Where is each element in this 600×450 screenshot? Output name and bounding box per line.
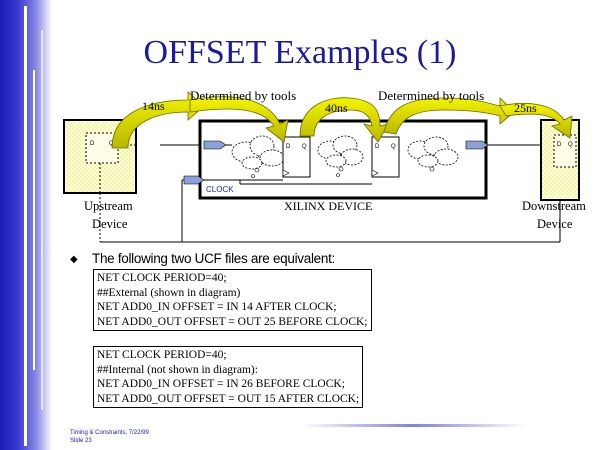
label-25ns: 25ns [514, 101, 537, 115]
logic-cloud-icon [231, 135, 285, 170]
bullet-icon: ◆ [70, 254, 78, 265]
timing-arrow-25ns [499, 103, 573, 139]
intro-text: The following two UCF files are equivale… [92, 251, 335, 266]
flipflop-1 [282, 136, 311, 178]
cloud-bubble [251, 174, 255, 178]
ucf-line: NET ADD0_IN OFFSET = IN 14 AFTER CLOCK; [97, 301, 337, 314]
cloud-bubble [338, 166, 344, 172]
clock-label: CLOCK [206, 185, 234, 194]
ucf-line: NET ADD0_OUT OFFSET = OUT 15 AFTER CLOCK… [97, 392, 360, 405]
ucf-internal-box: NET CLOCK PERIOD=40; ##Internal (not sho… [93, 346, 364, 409]
ucf-line: NET ADD0_IN OFFSET = IN 26 BEFORE CLOCK; [97, 378, 345, 391]
ff-pin-d: D [375, 144, 380, 150]
sidebar-line [24, 6, 27, 446]
sidebar-line [41, 30, 43, 410]
ff-pin-q: Q [302, 144, 307, 150]
slide-footer: Timing & Constraints, 7/22/99 Slide 23 [70, 429, 149, 445]
label-determined-by-tools-1: Determined by tools [190, 88, 297, 103]
ucf-line: ##Internal (not shown in diagram): [97, 363, 258, 376]
ff-pin-q: Q [391, 144, 396, 150]
flipflop-2 [371, 136, 400, 178]
timing-arrow-40ns [299, 97, 389, 143]
slide-sidebar-gradient [0, 0, 52, 450]
sidebar-line [33, 70, 35, 370]
footer-line2: Slide 23 [70, 438, 92, 444]
output-pad-icon [465, 140, 489, 150]
clock-pad-icon [183, 175, 205, 185]
cloud-bubble [429, 166, 435, 172]
upstream-label-line2: Device [92, 217, 128, 231]
label-40ns: 40ns [325, 101, 348, 115]
downstream-label-line2: Device [537, 217, 573, 231]
label-14ns: 14ns [142, 99, 165, 113]
ucf-external-box: NET CLOCK PERIOD=40; ##External (shown i… [93, 269, 372, 332]
logic-cloud-icon [407, 136, 459, 168]
footer-line1: Timing & Constraints, 7/22/99 [70, 430, 149, 436]
xilinx-device-label: XILINX DEVICE [284, 199, 373, 213]
ff-pin-d: D [557, 142, 562, 148]
clock-pin-icon [371, 169, 379, 177]
ff-pin-d: D [286, 144, 291, 150]
label-determined-by-tools-2: Determined by tools [378, 88, 485, 103]
footer-divider [300, 424, 526, 427]
logic-cloud-icon [317, 135, 364, 168]
input-pad-icon [203, 140, 227, 150]
cloud-bubble [254, 167, 260, 173]
clock-pin-icon [282, 169, 290, 177]
upstream-label-line1: Upstream [84, 199, 133, 213]
slide-title: OFFSET Examples (1) [143, 34, 457, 71]
ucf-line: NET CLOCK PERIOD=40; [97, 272, 227, 284]
ff-pin-q: Q [109, 141, 114, 147]
ff-pin-q: Q [568, 142, 573, 148]
timing-arrow-determined-1 [189, 96, 289, 143]
ff-pin-d: D [90, 141, 95, 147]
ucf-line: NET CLOCK PERIOD=40; [97, 349, 227, 361]
downstream-flipflop [553, 134, 577, 168]
ucf-line: ##External (shown in diagram) [97, 286, 241, 299]
ucf-line: NET ADD0_OUT OFFSET = OUT 25 BEFORE CLOC… [97, 315, 368, 328]
cloud-bubble [336, 173, 340, 177]
downstream-label-line1: Downstream [522, 199, 586, 213]
